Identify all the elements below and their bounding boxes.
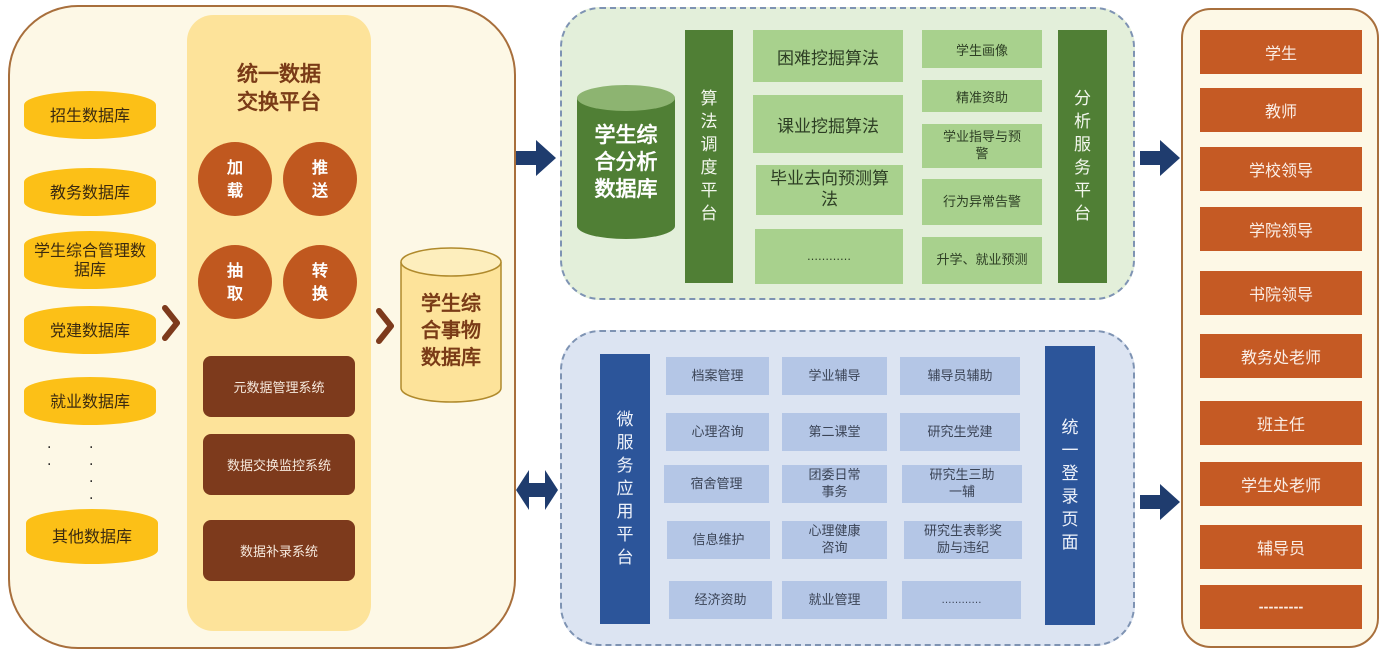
system-exchange-monitoring: 数据交换监控系统 xyxy=(203,434,355,495)
source-db-label: 招生数据库 xyxy=(49,105,130,125)
source-db-employment: 就业数据库 xyxy=(24,377,156,425)
analysis-service-platform: 分析服 务平台 xyxy=(1058,30,1107,283)
source-db-student-management: 学生综合管理数据库 xyxy=(24,231,156,289)
app-more[interactable]: ………… xyxy=(902,581,1021,619)
source-db-label: 教务数据库 xyxy=(49,182,130,202)
app-second-classroom[interactable]: 第二课堂 xyxy=(782,413,887,451)
service-precise-aid: 精准资助 xyxy=(922,80,1042,112)
source-db-label: 就业数据库 xyxy=(49,391,130,411)
arrow-right-icon xyxy=(1140,140,1180,176)
arrow-bidirectional-icon xyxy=(516,470,558,510)
system-data-supplement: 数据补录系统 xyxy=(203,520,355,581)
app-tutoring[interactable]: 学业辅导 xyxy=(782,357,887,395)
role-school-leader[interactable]: 学校领导 xyxy=(1200,147,1362,191)
source-db-label: 党建数据库 xyxy=(49,320,130,340)
algorithm-scheduler-platform: 算法调 度平台 xyxy=(685,30,733,283)
app-archives[interactable]: 档案管理 xyxy=(666,357,769,395)
role-student[interactable]: 学生 xyxy=(1200,30,1362,74)
app-employment[interactable]: 就业管理 xyxy=(782,581,887,619)
operation-push: 推送 xyxy=(283,142,357,216)
algorithm-coursework-mining: 课业挖掘算法 xyxy=(753,95,903,153)
app-counselor-assist[interactable]: 辅导员辅助 xyxy=(900,357,1020,395)
source-db-label: 学生综合管理数据库 xyxy=(33,241,146,279)
role-class-teacher[interactable]: 班主任 xyxy=(1200,401,1362,445)
micro-service-platform: 微服务 应用平 台 xyxy=(600,354,650,624)
ellipsis-dots-right: ···· xyxy=(89,440,94,507)
role-teacher[interactable]: 教师 xyxy=(1200,88,1362,132)
chevron-right-icon xyxy=(376,308,394,344)
app-info-maintenance[interactable]: 信息维护 xyxy=(667,521,770,559)
system-metadata-management: 元数据管理系统 xyxy=(203,356,355,417)
service-student-profile: 学生画像 xyxy=(922,30,1042,68)
source-db-party: 党建数据库 xyxy=(24,306,156,354)
affairs-database-label: 学生综合事物数据库 xyxy=(421,291,481,369)
role-academy-leader[interactable]: 书院领导 xyxy=(1200,271,1362,315)
source-db-other: 其他数据库 xyxy=(26,509,158,564)
service-behavior-alert: 行为异常告警 xyxy=(922,179,1042,225)
source-db-label: 其他数据库 xyxy=(51,527,132,546)
operation-load: 加载 xyxy=(198,142,272,216)
role-student-office-teacher[interactable]: 学生处老师 xyxy=(1200,462,1362,506)
app-psych-consult[interactable]: 心理咨询 xyxy=(666,413,769,451)
role-academic-office-teacher[interactable]: 教务处老师 xyxy=(1200,334,1362,378)
arrow-right-icon xyxy=(1140,484,1180,520)
algorithm-difficulty-mining: 困难挖掘算法 xyxy=(753,30,903,82)
source-db-enrollment: 招生数据库 xyxy=(24,91,156,139)
app-grad-party[interactable]: 研究生党建 xyxy=(900,413,1020,451)
database-cylinder-icon xyxy=(400,247,502,403)
ellipsis-dots-left: ·· xyxy=(47,440,52,473)
service-academic-warning: 学业指导与预警 xyxy=(922,124,1042,168)
algorithm-graduation-prediction: 毕业去向预测算法 xyxy=(756,165,903,215)
exchange-platform-title: 统一数据 交换平台 xyxy=(237,62,321,114)
algorithm-more: ………… xyxy=(755,229,903,284)
source-db-academic: 教务数据库 xyxy=(24,168,156,216)
role-counselor[interactable]: 辅导员 xyxy=(1200,525,1362,569)
database-cylinder-icon xyxy=(577,85,675,239)
app-dormitory[interactable]: 宿舍管理 xyxy=(664,465,769,503)
app-mental-health[interactable]: 心理健康咨询 xyxy=(782,521,887,559)
operation-transform: 转换 xyxy=(283,245,357,319)
app-league-affairs[interactable]: 团委日常事务 xyxy=(782,465,887,503)
arrow-right-icon xyxy=(516,140,556,176)
app-grad-awards[interactable]: 研究生表彰奖励与违纪 xyxy=(904,521,1022,559)
role-more[interactable]: --------- xyxy=(1200,585,1362,629)
operation-extract: 抽取 xyxy=(198,245,272,319)
chevron-right-icon xyxy=(162,305,180,341)
analysis-database-label: 学生综合分析数据库 xyxy=(594,123,658,201)
service-employment-prediction: 升学、就业预测 xyxy=(922,237,1042,284)
role-college-leader[interactable]: 学院领导 xyxy=(1200,207,1362,251)
app-grad-assistant[interactable]: 研究生三助一辅 xyxy=(902,465,1022,503)
app-financial-aid[interactable]: 经济资助 xyxy=(669,581,772,619)
unified-login-page[interactable]: 统一登 录页面 xyxy=(1045,346,1095,625)
